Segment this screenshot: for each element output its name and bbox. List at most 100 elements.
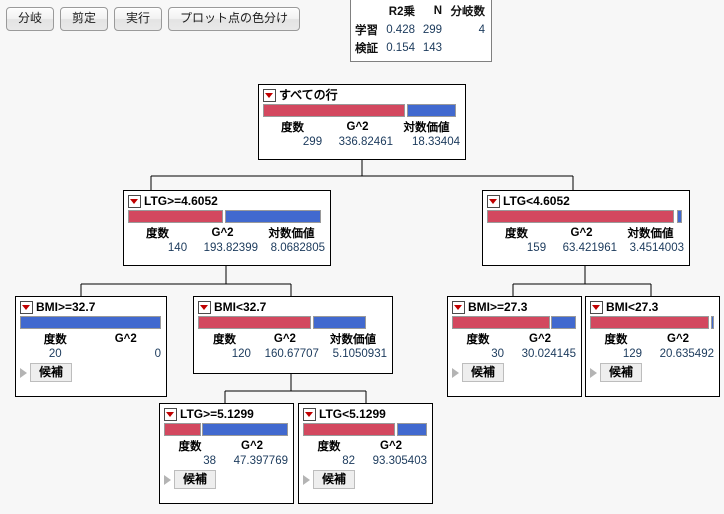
stats-header-count: 度数 (466, 334, 490, 346)
candidates-button[interactable]: 候補 (313, 470, 356, 489)
node-title-row[interactable]: BMI<32.7 (198, 300, 387, 314)
red-triangle-menu-icon[interactable] (128, 194, 141, 208)
stats-value-count: 38 (203, 455, 217, 467)
stats-value-count: 129 (622, 348, 643, 360)
tree-node-ltg-lt-5-1299[interactable]: LTG<5.1299 度数 G^2 82 93.305403 候補 (298, 403, 433, 504)
candidates-row[interactable]: 候補 (164, 470, 288, 489)
node-title-row[interactable]: LTG>=5.1299 (164, 407, 288, 421)
run-button[interactable]: 実行 (114, 7, 163, 31)
bar-red-segment (198, 316, 312, 329)
node-stats-value-row: 82 93.305403 (303, 455, 427, 467)
summary-row-validation: 検証 0.154 143 (355, 39, 485, 57)
red-triangle-menu-icon[interactable] (303, 407, 316, 421)
stats-header-logworth: 対数価値 (329, 334, 376, 346)
bar-blue-segment (396, 423, 427, 436)
node-stats-value-row: 140 193.82399 8.0682805 (128, 242, 325, 254)
summary-row-label-validation: 検証 (355, 43, 378, 55)
stats-header-logworth: 対数価値 (268, 228, 315, 240)
node-title-row[interactable]: LTG<4.6052 (487, 194, 684, 208)
node-title-row[interactable]: BMI<27.3 (590, 300, 714, 314)
node-title-row[interactable]: BMI>=27.3 (452, 300, 576, 314)
red-triangle-menu-icon[interactable] (164, 407, 177, 421)
summary-header-n: N (433, 5, 443, 17)
node-proportion-bar (128, 210, 325, 223)
tree-node-bmi-lt-27-3[interactable]: BMI<27.3 度数 G^2 129 20.635492 候補 (585, 296, 720, 397)
summary-training-n: 299 (422, 24, 443, 36)
node-stats-table: 度数 G^2 対数価値 120 160.67707 5.1050931 (198, 331, 387, 360)
node-title-row[interactable]: LTG<5.1299 (303, 407, 427, 421)
tree-node-bmi-ge-27-3[interactable]: BMI>=27.3 度数 G^2 30 30.024145 候補 (447, 296, 582, 397)
stats-header-count: 度数 (146, 228, 170, 240)
stats-value-g2: 63.421961 (562, 242, 617, 254)
stats-value-g2: 193.82399 (203, 242, 258, 254)
red-triangle-menu-icon[interactable] (20, 300, 33, 314)
candidates-button[interactable]: 候補 (462, 363, 505, 382)
summary-header-row: R2乗 N 分岐数 (355, 3, 485, 21)
candidates-row[interactable]: 候補 (20, 363, 161, 382)
disclosure-triangle-icon[interactable] (590, 367, 597, 378)
node-title-label: LTG<5.1299 (319, 407, 386, 421)
bar-blue-segment (406, 104, 457, 117)
node-stats-header-row: 度数 G^2 対数価値 (198, 331, 387, 348)
node-proportion-bar (303, 423, 427, 436)
tree-node-ltg-lt-4-6052[interactable]: LTG<4.6052 度数 G^2 対数価値 159 63.421961 3.4… (482, 190, 690, 266)
candidates-row[interactable]: 候補 (452, 363, 576, 382)
split-button[interactable]: 分岐 (6, 7, 55, 31)
node-stats-header-row: 度数 G^2 (452, 331, 576, 348)
bar-red-segment (263, 104, 405, 117)
summary-training-r2: 0.428 (386, 24, 415, 36)
node-title-row[interactable]: BMI>=32.7 (20, 300, 161, 314)
node-stats-header-row: 度数 G^2 対数価値 (263, 119, 460, 136)
candidates-button[interactable]: 候補 (30, 363, 73, 382)
red-triangle-menu-icon[interactable] (590, 300, 603, 314)
node-stats-value-row: 38 47.397769 (164, 455, 288, 467)
disclosure-triangle-icon[interactable] (20, 367, 27, 378)
color-points-button[interactable]: プロット点の色分け (168, 7, 301, 31)
stats-header-logworth: 対数価値 (403, 122, 450, 134)
node-stats-header-row: 度数 G^2 (164, 438, 288, 455)
bar-red-segment (303, 423, 395, 436)
summary-validation-n: 143 (422, 42, 443, 54)
bar-blue-segment (710, 316, 714, 329)
prune-button[interactable]: 剪定 (60, 7, 109, 31)
node-title-label: LTG>=5.1299 (180, 407, 254, 421)
summary-validation-r2: 0.154 (386, 42, 415, 54)
stats-value-logworth: 18.33404 (412, 136, 460, 148)
red-triangle-menu-icon[interactable] (487, 194, 500, 208)
stats-value-count: 20 (48, 348, 62, 360)
node-stats-header-row: 度数 G^2 対数価値 (128, 225, 325, 242)
summary-header-blank (355, 3, 378, 21)
candidates-button[interactable]: 候補 (600, 363, 643, 382)
stats-header-g2: G^2 (114, 333, 137, 345)
disclosure-triangle-icon[interactable] (164, 474, 171, 485)
disclosure-triangle-icon[interactable] (303, 474, 310, 485)
candidates-button[interactable]: 候補 (174, 470, 217, 489)
tree-node-bmi-lt-32-7[interactable]: BMI<32.7 度数 G^2 対数価値 120 160.67707 5.105… (193, 296, 393, 374)
model-summary-table: R2乗 N 分岐数 学習 0.428 299 4 検証 0.154 143 (350, 0, 492, 62)
node-proportion-bar (590, 316, 714, 329)
candidates-row[interactable]: 候補 (590, 363, 714, 382)
stats-header-count: 度数 (317, 441, 341, 453)
node-stats-table: 度数 G^2 20 0 (20, 331, 161, 360)
red-triangle-menu-icon[interactable] (198, 300, 211, 314)
stats-header-count: 度数 (604, 334, 628, 346)
node-title-row[interactable]: LTG>=4.6052 (128, 194, 325, 208)
disclosure-triangle-icon[interactable] (452, 367, 459, 378)
node-stats-table: 度数 G^2 38 47.397769 (164, 438, 288, 467)
node-proportion-bar (20, 316, 161, 329)
node-title-label: BMI<27.3 (606, 300, 659, 314)
node-stats-table: 度数 G^2 30 30.024145 (452, 331, 576, 360)
tree-node-ltg-ge-4-6052[interactable]: LTG>=4.6052 度数 G^2 対数価値 140 193.82399 8.… (123, 190, 331, 266)
node-stats-header-row: 度数 G^2 (20, 331, 161, 348)
red-triangle-menu-icon[interactable] (452, 300, 465, 314)
candidates-row[interactable]: 候補 (303, 470, 427, 489)
node-stats-header-row: 度数 G^2 (590, 331, 714, 348)
node-title-row[interactable]: すべての行 (263, 88, 460, 102)
node-title-label: BMI>=32.7 (36, 300, 96, 314)
bar-blue-segment (551, 316, 576, 329)
tree-node-all-rows[interactable]: すべての行 度数 G^2 対数価値 299 336.82461 18.33404 (258, 84, 466, 160)
bar-blue-segment (677, 210, 683, 223)
red-triangle-menu-icon[interactable] (263, 88, 276, 102)
tree-node-ltg-ge-5-1299[interactable]: LTG>=5.1299 度数 G^2 38 47.397769 候補 (159, 403, 294, 504)
tree-node-bmi-ge-32-7[interactable]: BMI>=32.7 度数 G^2 20 0 候補 (15, 296, 167, 397)
